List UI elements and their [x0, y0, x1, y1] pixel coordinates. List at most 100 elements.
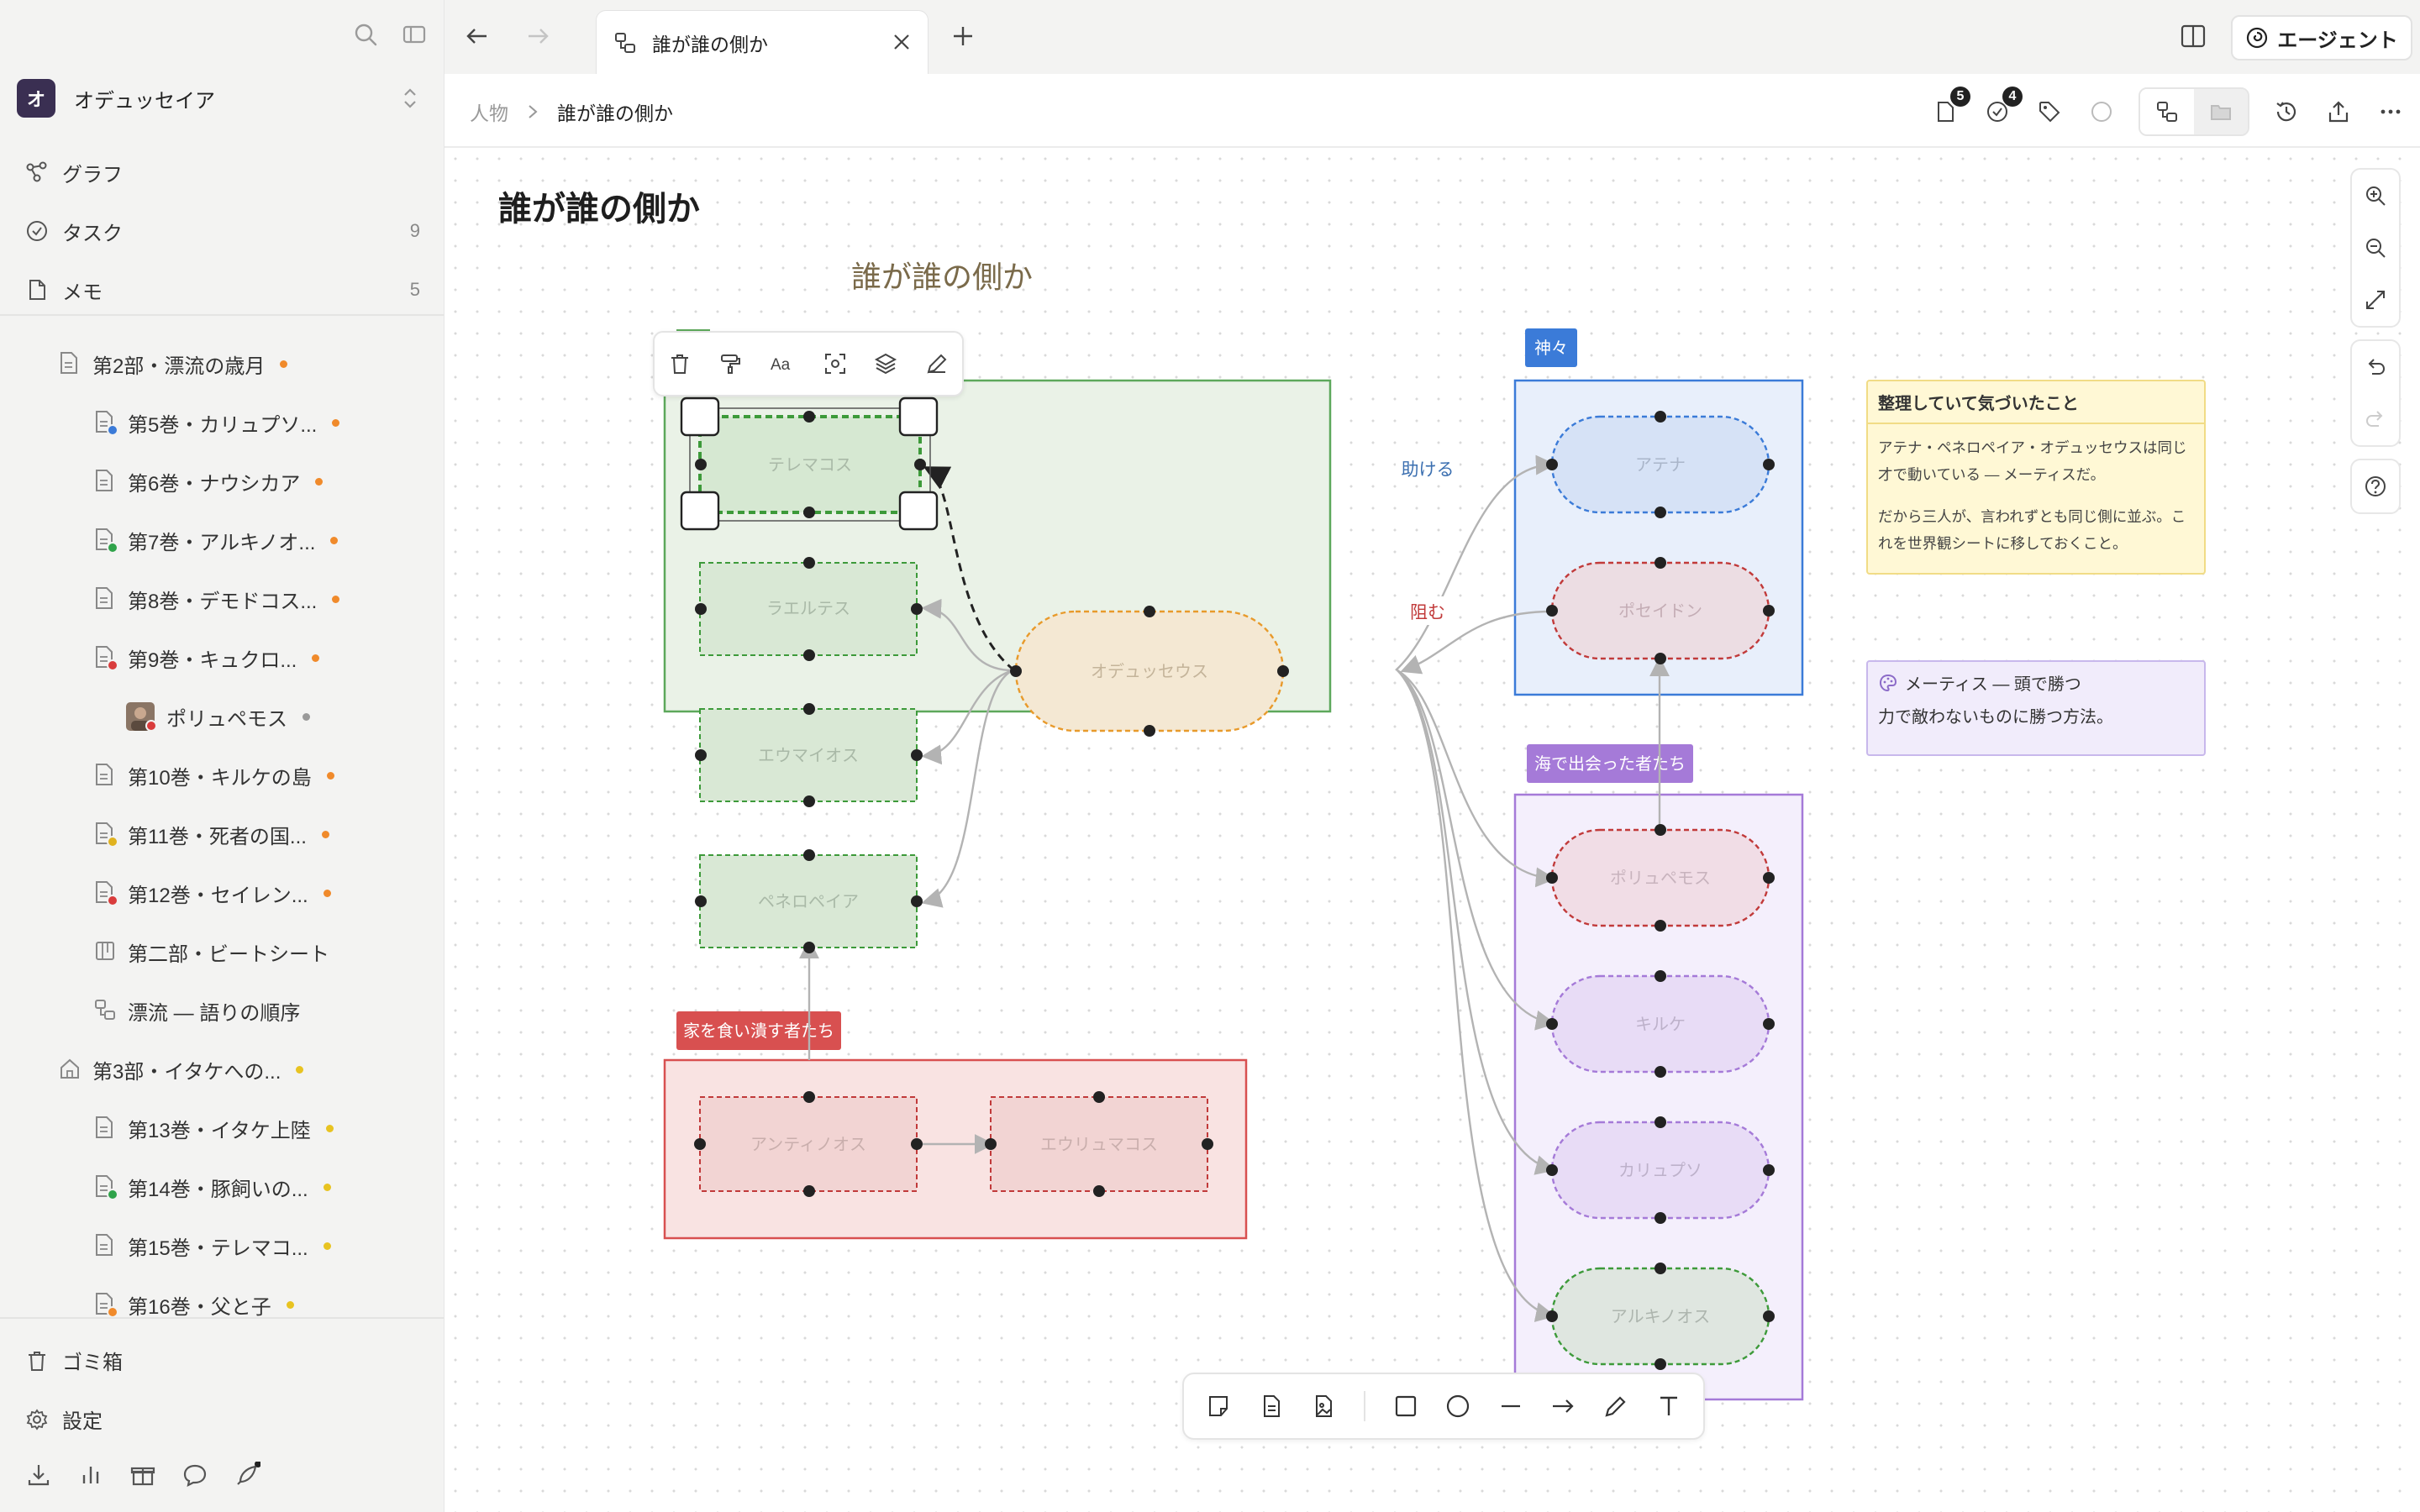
edge-odysseus-athena[interactable]: [1395, 454, 1556, 671]
edge-odysseus-laertes[interactable]: [921, 598, 1013, 672]
connection-handle[interactable]: [911, 749, 923, 761]
zoom-in-button[interactable]: [2352, 170, 2399, 222]
node-eumaeus[interactable]: エウマイオス: [699, 708, 918, 802]
connection-handle[interactable]: [1546, 459, 1558, 470]
tree-item[interactable]: 第7巻・アルキノオ...: [0, 511, 444, 570]
connection-handle[interactable]: [1763, 872, 1775, 884]
agent-button[interactable]: エージェント: [2231, 15, 2412, 60]
tag-button[interactable]: [2034, 97, 2065, 127]
forward-arrow-icon[interactable]: [523, 22, 552, 50]
connection-handle[interactable]: [803, 557, 815, 569]
connection-handle[interactable]: [803, 703, 815, 715]
status-button[interactable]: [2086, 97, 2117, 127]
connection-handle[interactable]: [1655, 824, 1666, 836]
connection-handle[interactable]: [694, 1138, 706, 1150]
connection-handle[interactable]: [1093, 1185, 1105, 1197]
node-athena[interactable]: アテナ: [1550, 415, 1770, 514]
new-tab-plus-icon[interactable]: [949, 22, 977, 50]
node-telemachus[interactable]: テレマコス: [698, 415, 922, 514]
image-file-icon[interactable]: [1311, 1394, 1336, 1419]
tree-item[interactable]: 第2部・漂流の歳月: [0, 334, 444, 393]
pen-icon[interactable]: [925, 352, 949, 375]
breadcrumb-parent[interactable]: 人物: [470, 102, 508, 124]
tree-item[interactable]: 第6巻・ナウシカア: [0, 452, 444, 511]
text-tool-icon[interactable]: [1656, 1394, 1681, 1419]
connection-handle[interactable]: [1655, 970, 1666, 982]
sticky-note-icon[interactable]: [1206, 1394, 1231, 1419]
undo-button[interactable]: [2352, 341, 2399, 393]
chat-icon[interactable]: [182, 1462, 208, 1488]
connection-handle[interactable]: [803, 1091, 815, 1103]
node-circe[interactable]: キルケ: [1550, 974, 1770, 1074]
resize-handles[interactable]: [680, 396, 939, 531]
connection-handle[interactable]: [911, 603, 923, 615]
connection-handle[interactable]: [1546, 872, 1558, 884]
connection-handle[interactable]: [1763, 1164, 1775, 1176]
node-odysseus[interactable]: オデュッセウス: [1014, 610, 1285, 732]
connection-handle[interactable]: [1277, 665, 1289, 677]
focus-icon[interactable]: [823, 352, 847, 375]
connection-handle[interactable]: [985, 1138, 997, 1150]
connection-handle[interactable]: [1655, 1358, 1666, 1370]
connection-handle[interactable]: [1546, 1310, 1558, 1322]
connection-handle[interactable]: [911, 895, 923, 907]
sidebar-toggle-icon[interactable]: [402, 22, 427, 47]
node-laertes[interactable]: ラエルテス: [699, 562, 918, 656]
edge-odysseus-eumaeus[interactable]: [921, 669, 1013, 765]
tree-item[interactable]: 第12巻・セイレン...: [0, 864, 444, 922]
text-style-icon[interactable]: Aa: [770, 352, 797, 375]
sticky-note-yellow[interactable]: 整理していて気づいたこと アテナ・ペネロペイア・オデュッセウスは同じ 才で動いて…: [1866, 380, 2206, 575]
edge-odysseus-alcinous[interactable]: [1397, 669, 1556, 1322]
trash-icon[interactable]: [668, 352, 692, 375]
connection-handle[interactable]: [1655, 1116, 1666, 1128]
tree-item[interactable]: 第16巻・父と子: [0, 1275, 444, 1334]
connection-handle[interactable]: [1202, 1138, 1213, 1150]
edge-poseidon-odysseus[interactable]: [1400, 610, 1553, 675]
connection-handle[interactable]: [1546, 1018, 1558, 1030]
ellipse-icon[interactable]: [1445, 1394, 1470, 1419]
whiteboard-canvas[interactable]: 誰が誰の側か 誰が誰の側か 神々 海で出会った者たち 家を食い潰す者たち: [445, 148, 2420, 1512]
edge-odysseus-calypso[interactable]: [1397, 669, 1556, 1175]
connection-handle[interactable]: [1655, 557, 1666, 569]
linked-notes-button[interactable]: 5: [1930, 87, 1970, 127]
redo-button[interactable]: [2352, 393, 2399, 445]
connection-handle[interactable]: [1093, 1091, 1105, 1103]
connection-handle[interactable]: [1763, 1018, 1775, 1030]
pencil-icon[interactable]: [1603, 1394, 1628, 1419]
tree-item[interactable]: 第10巻・キルケの島: [0, 746, 444, 805]
close-icon[interactable]: [891, 31, 913, 53]
connection-handle[interactable]: [1546, 605, 1558, 617]
arrow-icon[interactable]: [1550, 1394, 1576, 1419]
edge-odysseus-polyphemus[interactable]: [1397, 669, 1556, 888]
connection-handle[interactable]: [803, 849, 815, 861]
nav-settings[interactable]: 設定: [25, 1404, 103, 1434]
connection-handle[interactable]: [1144, 725, 1155, 737]
connection-handle[interactable]: [803, 507, 815, 518]
connection-handle[interactable]: [1655, 507, 1666, 518]
tree-item[interactable]: 第9巻・キュクロ...: [0, 628, 444, 687]
tree-item[interactable]: 第13巻・イタケ上陸: [0, 1099, 444, 1158]
rocket-icon[interactable]: [234, 1462, 260, 1488]
connection-handle[interactable]: [1655, 920, 1666, 932]
nav-tasks[interactable]: タスク 9: [25, 202, 420, 260]
node-polyphemus[interactable]: ポリュペモス: [1550, 828, 1770, 927]
connection-handle[interactable]: [695, 895, 707, 907]
tree-item[interactable]: 第5巻・カリュプソ...: [0, 393, 444, 452]
document-icon[interactable]: [1259, 1394, 1284, 1419]
connection-handle[interactable]: [803, 411, 815, 423]
tree-item[interactable]: ポリュペモス: [0, 687, 444, 746]
connection-handle[interactable]: [695, 603, 707, 615]
tree-item[interactable]: 第11巻・死者の国...: [0, 805, 444, 864]
split-view-icon[interactable]: [2179, 22, 2207, 50]
node-poseidon[interactable]: ポセイドン: [1550, 561, 1770, 660]
search-icon[interactable]: [353, 22, 378, 47]
connection-handle[interactable]: [1655, 1066, 1666, 1078]
download-icon[interactable]: [25, 1462, 52, 1488]
back-arrow-icon[interactable]: [463, 22, 492, 50]
connection-handle[interactable]: [1655, 1263, 1666, 1274]
tree-item[interactable]: 第14巻・豚飼いの...: [0, 1158, 444, 1216]
node-eurymachus[interactable]: エウリュマコス: [990, 1096, 1208, 1192]
more-button[interactable]: [2375, 97, 2406, 127]
connection-handle[interactable]: [1655, 411, 1666, 423]
fit-view-button[interactable]: [2352, 274, 2399, 326]
